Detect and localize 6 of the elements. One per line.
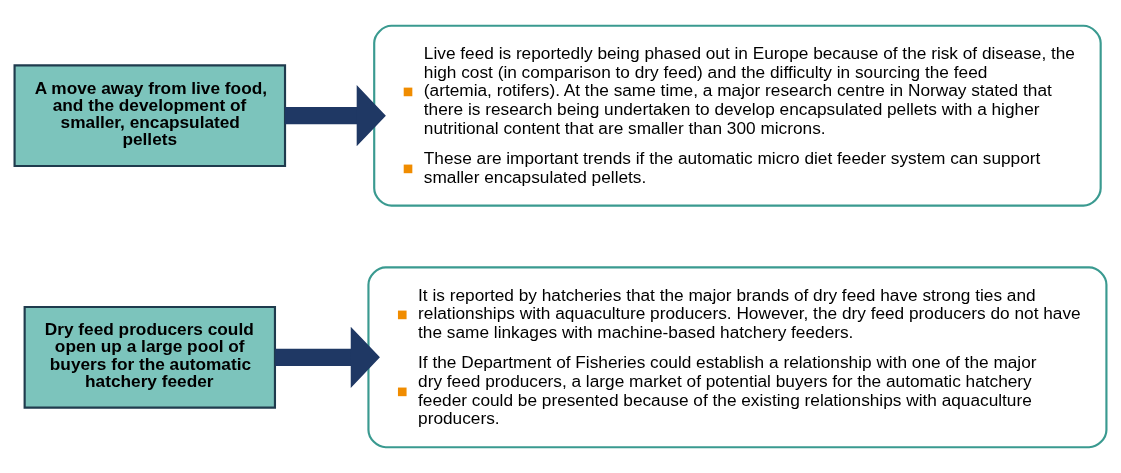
arrow: [285, 85, 386, 147]
node-box: Dry feed producers could open up a large pool of buyers for the automatic hatchery feeder: [23, 305, 277, 409]
node-box: A move away from live food, and the development of smaller, encapsulated pellets: [13, 64, 287, 168]
arrow: [275, 326, 380, 388]
node-box: Live feed is reportedly being phased out in Europe because of the risk of disease, the high cost (in comparison to dry feed) and the difficulty in sourcing the feed (artemia, rotifers). At the same time, a major research centre in Norway stated that there is research being undertaken to develop encapsulated pellets with a higher nutritional content that are smaller than 300 microns. These are important trends if the automatic micro diet feeder system can support smaller encapsulated pellets.: [373, 24, 1102, 207]
node-box: It is reported by hatcheries that the major brands of dry feed have strong ties and relationships with aquaculture producers. However, the dry feed producers do not have the same linkages with machine-based hatchery feeders. If the Department of Fisheries could establish a relationship with one of the major dry feed producers, a large market of potential buyers for the automatic hatchery feeder could be presented because of the existing relationships with aquaculture producers.: [367, 266, 1108, 449]
